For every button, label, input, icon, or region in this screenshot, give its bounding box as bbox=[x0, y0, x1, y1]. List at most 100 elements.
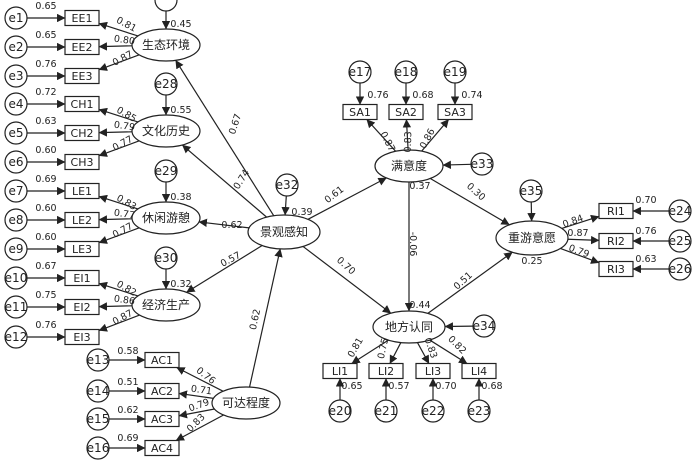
path-arrow-ri-ri2 bbox=[567, 235, 600, 245]
path-coefficient-lp-le: 0.62 bbox=[221, 220, 242, 231]
path-coefficient-lp-ei: 0.57 bbox=[219, 250, 243, 270]
r-squared-pi: 0.44 bbox=[409, 300, 430, 311]
indicator-label: RI2 bbox=[607, 235, 625, 248]
indicator-label: SA3 bbox=[444, 106, 466, 119]
loading-li3: 0.83 bbox=[422, 336, 440, 360]
error-node-e25: e25 bbox=[668, 229, 692, 253]
latent-label: 可达程度 bbox=[222, 395, 270, 410]
latent-label: 文化历史 bbox=[142, 123, 190, 138]
path-arrow-lp-le bbox=[198, 218, 250, 229]
indicator-ac4: AC4 bbox=[144, 439, 180, 457]
path-arrow-pi-li2 bbox=[389, 342, 402, 364]
loading-ri3: 0.79 bbox=[567, 243, 591, 261]
loading-sa2: 0.83 bbox=[403, 131, 415, 153]
loading-ee2: 0.80 bbox=[113, 34, 135, 48]
error-node-e13: e13 bbox=[86, 348, 110, 372]
error-label: e8 bbox=[8, 213, 23, 227]
indicator-label: SA2 bbox=[395, 106, 417, 119]
latent-label: 休闲游憩 bbox=[142, 210, 190, 225]
indicator-ch1: CH1 bbox=[64, 95, 100, 113]
path-arrow-sa-ri bbox=[429, 177, 510, 226]
error-node-e27 bbox=[154, 0, 178, 12]
error-variance-e22: 0.70 bbox=[435, 381, 456, 392]
error-node-e8: e8 bbox=[4, 208, 28, 232]
path-arrow-pi-li3 bbox=[416, 342, 430, 364]
error-label: e12 bbox=[5, 330, 28, 344]
error-label: e9 bbox=[8, 242, 23, 256]
indicator-ac1: AC1 bbox=[144, 351, 180, 369]
indicator-ac3: AC3 bbox=[144, 410, 180, 428]
error-label: e6 bbox=[8, 155, 23, 169]
path-arrow-ch-ch2 bbox=[98, 128, 133, 137]
indicator-label: AC3 bbox=[151, 413, 173, 426]
error-variance-e5: 0.63 bbox=[35, 116, 56, 127]
path-arrow-ac-ac3 bbox=[178, 408, 215, 419]
error-variance-e14: 0.51 bbox=[117, 377, 138, 388]
latent-label: 地方认同 bbox=[385, 319, 433, 334]
error-label: e32 bbox=[276, 178, 299, 192]
loading-ch3: 0.77 bbox=[111, 134, 135, 154]
r-squared-ei: 0.32 bbox=[170, 279, 191, 290]
indicator-ac2: AC2 bbox=[144, 382, 180, 400]
error-variance-e8: 0.60 bbox=[35, 203, 56, 214]
error-variance-e13: 0.58 bbox=[117, 346, 138, 357]
indicator-le2: LE2 bbox=[64, 211, 100, 229]
error-node-e32: e32 bbox=[275, 173, 299, 197]
error-label: e34 bbox=[473, 319, 496, 333]
indicator-ee2: EE2 bbox=[64, 38, 100, 56]
loading-ei3: 0.87 bbox=[111, 308, 135, 328]
r-squared-ri: 0.25 bbox=[521, 256, 542, 267]
error-variance-e18: 0.68 bbox=[412, 90, 433, 101]
path-coefficient-lp-ch: 0.74 bbox=[232, 168, 253, 192]
error-node-e5: e5 bbox=[4, 121, 28, 145]
path-arrow-lp-pi bbox=[302, 245, 392, 314]
path-arrows bbox=[27, 11, 669, 453]
loading-le3: 0.77 bbox=[111, 221, 135, 241]
error-variance-e20: 0.65 bbox=[341, 381, 362, 392]
error-node-e35: e35 bbox=[519, 179, 543, 203]
error-node-e2: e2 bbox=[4, 35, 28, 59]
indicator-label: CH3 bbox=[71, 156, 94, 169]
indicator-label: AC2 bbox=[151, 385, 173, 398]
error-label: e3 bbox=[8, 69, 23, 83]
indicator-ri1: RI1 bbox=[598, 202, 634, 220]
path-arrow-ac-ac2 bbox=[178, 390, 214, 399]
error-label: e35 bbox=[520, 184, 543, 198]
error-node-e28: e28 bbox=[154, 72, 178, 96]
latent-sa: 满意度 bbox=[374, 149, 444, 183]
indicator-sa2: SA2 bbox=[388, 103, 424, 121]
error-node-e7: e7 bbox=[4, 179, 28, 203]
error-node-e11: e11 bbox=[4, 295, 28, 319]
error-node-e6: e6 bbox=[4, 150, 28, 174]
indicator-le3: LE3 bbox=[64, 240, 100, 258]
indicator-li2: LI2 bbox=[368, 362, 404, 380]
indicator-ch2: CH2 bbox=[64, 124, 100, 142]
indicator-sa3: SA3 bbox=[437, 103, 473, 121]
error-node-e22: e22 bbox=[421, 399, 445, 423]
indicator-label: LE1 bbox=[72, 185, 92, 198]
indicator-label: EI3 bbox=[73, 331, 90, 344]
latent-ri: 重游意愿 bbox=[495, 220, 569, 256]
path-arrow-ac-ac1 bbox=[176, 366, 224, 392]
indicator-ch3: CH3 bbox=[64, 153, 100, 171]
error-variance-e25: 0.76 bbox=[635, 226, 656, 237]
error-label: e24 bbox=[669, 204, 692, 218]
path-arrow-ei-ei2 bbox=[98, 302, 133, 311]
indicator-label: EE1 bbox=[72, 12, 93, 25]
diagram-nodes: e1e2e3e4e5e6e7e8e9e10e11e12e13e14e15e16e… bbox=[4, 0, 692, 460]
path-arrow-sa-sa3 bbox=[421, 119, 450, 152]
error-node-e33: e33 bbox=[470, 152, 494, 176]
indicator-label: EE3 bbox=[72, 70, 93, 83]
indicator-label: EI1 bbox=[73, 272, 90, 285]
path-arrow-ri-ri3 bbox=[560, 247, 600, 264]
error-label: e25 bbox=[669, 234, 692, 248]
error-label: e23 bbox=[468, 404, 491, 418]
indicator-label: LE3 bbox=[72, 243, 92, 256]
error-node-e10: e10 bbox=[4, 266, 28, 290]
latent-pi: 地方认同 bbox=[372, 310, 446, 344]
indicator-li1: LI1 bbox=[322, 362, 358, 380]
error-node-e20: e20 bbox=[328, 399, 352, 423]
path-arrow-ee-ee3 bbox=[98, 54, 140, 71]
error-variance-e12: 0.76 bbox=[35, 320, 56, 331]
latent-label: 重游意愿 bbox=[508, 230, 556, 245]
